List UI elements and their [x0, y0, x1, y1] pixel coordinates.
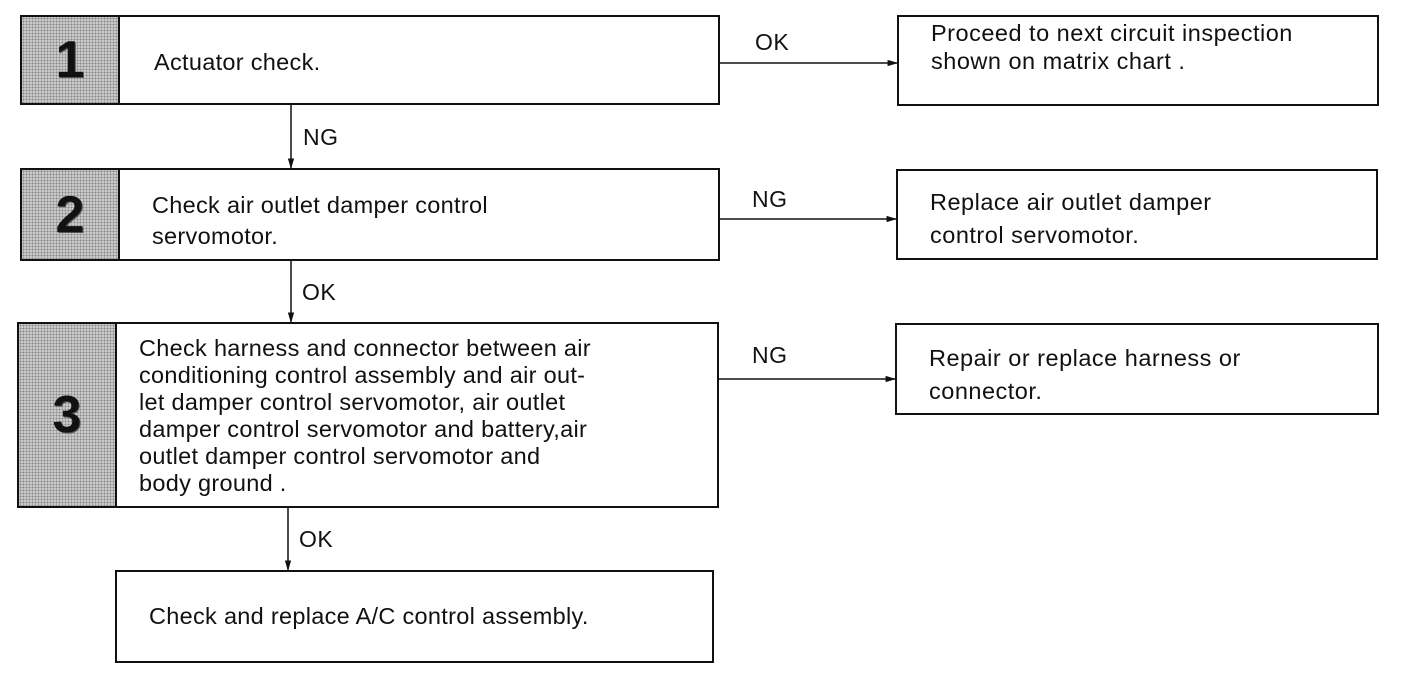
- outcome-1-box: Proceed to next circuit inspection shown…: [897, 15, 1379, 106]
- final-step-text: Check and replace A/C control assembly.: [149, 603, 589, 629]
- down-label-2: OK: [302, 279, 337, 305]
- step-3-text: Check harness and connector between air …: [139, 335, 591, 496]
- step-2-number: 2: [55, 185, 85, 244]
- outcome-2-label: NG: [752, 186, 788, 212]
- step-2-text: Check air outlet damper control servomot…: [152, 192, 488, 249]
- step-1-box: 1 Actuator check.: [20, 15, 720, 105]
- step-2-number-badge: 2: [22, 170, 120, 259]
- down-label-1: NG: [303, 124, 339, 150]
- outcome-3-box: Repair or replace harness or connector.: [895, 323, 1379, 415]
- step-3-number: 3: [52, 386, 82, 444]
- final-step-box: Check and replace A/C control assembly.: [115, 570, 714, 663]
- step-1-text: Actuator check.: [154, 49, 321, 75]
- step-1-number-badge: 1: [22, 17, 120, 103]
- step-3-number-badge: 3: [19, 324, 117, 506]
- outcome-2-box: Replace air outlet damper control servom…: [896, 169, 1378, 260]
- outcome-1-label: OK: [755, 29, 790, 55]
- step-1-number: 1: [55, 31, 85, 89]
- down-label-3: OK: [299, 526, 334, 552]
- step-2-box: 2 Check air outlet damper control servom…: [20, 168, 720, 261]
- outcome-3-label: NG: [752, 342, 788, 368]
- step-3-box: 3 Check harness and connector between ai…: [17, 322, 719, 508]
